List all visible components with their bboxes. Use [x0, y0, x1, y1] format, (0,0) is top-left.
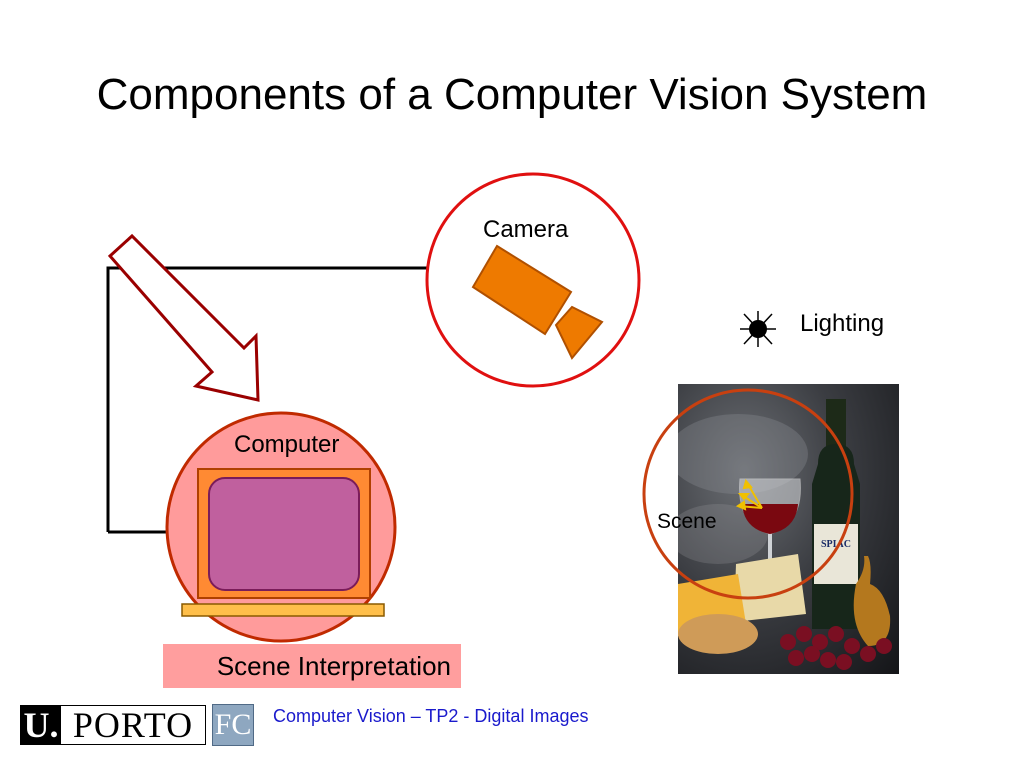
camera-label: Camera	[483, 216, 569, 243]
scene-photo: SPIAC	[678, 384, 899, 674]
scene-interpretation-box: Scene Interpretation	[163, 644, 461, 688]
scene-circle	[642, 388, 854, 600]
bottle-label-text: SPIAC	[820, 539, 851, 550]
hollow-arrow	[107, 233, 260, 402]
uporto-logo-u: U.	[21, 705, 61, 745]
fc-logo: FC	[212, 704, 254, 746]
computer-label: Computer	[234, 431, 340, 458]
footer-course-text: Computer Vision – TP2 - Digital Images	[273, 706, 589, 726]
light-bulb-icon	[740, 311, 776, 347]
scene-photo-art	[678, 399, 892, 670]
camera-cable	[106, 266, 498, 532]
camera-body	[471, 244, 573, 336]
camera-lens	[554, 305, 604, 360]
slide-title: Components of a Computer Vision System	[96, 70, 928, 119]
uporto-logo-text: PORTO	[72, 705, 194, 745]
monitor-screen	[208, 477, 360, 591]
light-rays-icon	[735, 478, 763, 511]
scene-label: Scene	[657, 510, 717, 533]
lighting-label: Lighting	[800, 310, 885, 337]
monitor-base	[181, 603, 385, 617]
uporto-logo: U. PORTO	[20, 705, 206, 745]
scene-interpretation-label: Scene Interpretation	[216, 650, 451, 681]
